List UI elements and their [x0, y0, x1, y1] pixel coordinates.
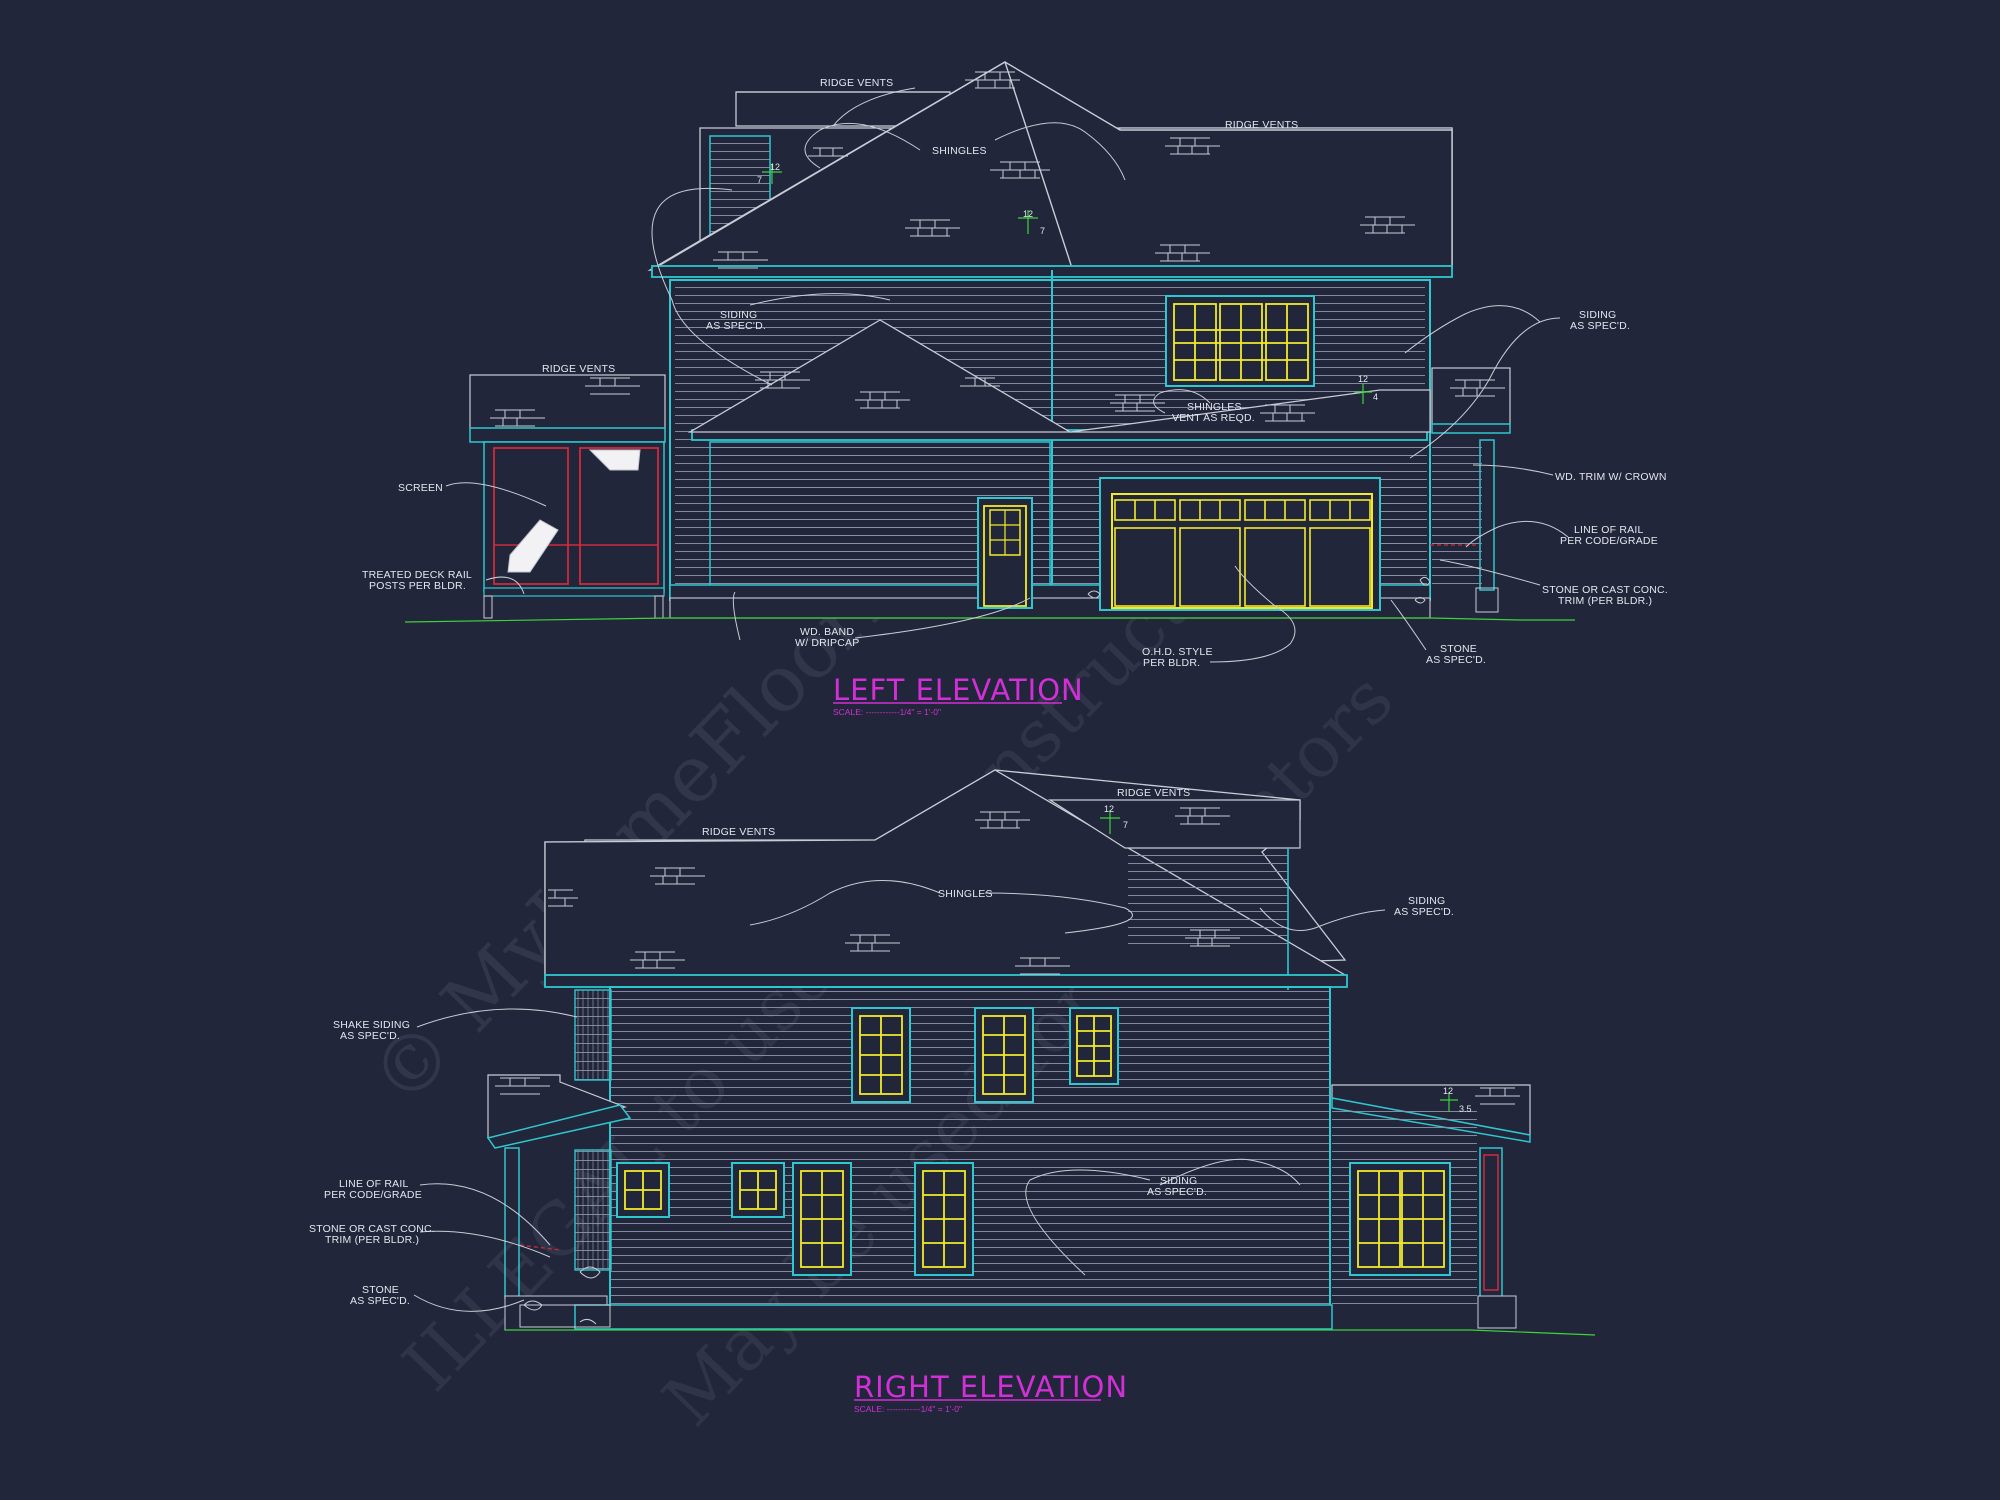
- left-label-wd-trim: WD. TRIM W/ CROWN: [1555, 471, 1667, 483]
- right-label-siding-a-line2: AS SPEC'D.: [1394, 906, 1454, 918]
- right-elevation-title: RIGHT ELEVATION: [854, 1370, 1128, 1404]
- left-label-stone-trim-line1: STONE OR CAST CONC.: [1542, 584, 1668, 596]
- left-label-siding-b-line1: SIDING: [1579, 309, 1616, 321]
- right-pitch-1-run: 7: [1123, 820, 1128, 830]
- left-label-deck-rail-line2: POSTS PER BLDR.: [369, 580, 466, 592]
- left-label-shingles-vent-line1: SHINGLES: [1187, 401, 1242, 413]
- left-pitch-3-run: 4: [1373, 392, 1378, 402]
- right-label-shingles: SHINGLES: [938, 888, 993, 900]
- right-label-ridge-vents-1: RIDGE VENTS: [1117, 787, 1190, 799]
- left-label-ridge-vents-2: RIDGE VENTS: [1225, 119, 1298, 131]
- left-label-stone-line2: AS SPEC'D.: [1426, 654, 1486, 666]
- right-elevation: 12 7 12 3.5 RIDGE VENTS RIDGE VENTS SHIN…: [309, 769, 1596, 1414]
- right-label-siding-a-line1: SIDING: [1408, 895, 1445, 907]
- left-pitch-1-rise: 12: [770, 162, 780, 172]
- right-label-siding-b-line2: AS SPEC'D.: [1147, 1186, 1207, 1198]
- left-label-line-rail-line2: PER CODE/GRADE: [1560, 535, 1658, 547]
- left-elevation: 12 7 12 7 12 4 RIDGE VENTS RIDG: [362, 60, 1668, 717]
- right-label-stone-trim-line1: STONE OR CAST CONC.: [309, 1223, 435, 1235]
- left-label-siding-a-line2: AS SPEC'D.: [706, 320, 766, 332]
- left-label-ohd-line1: O.H.D. STYLE: [1142, 646, 1213, 658]
- left-label-shingles: SHINGLES: [932, 145, 987, 157]
- left-label-stone-line1: STONE: [1440, 643, 1477, 655]
- left-label-siding-a-line1: SIDING: [720, 309, 757, 321]
- right-label-line-rail-line2: PER CODE/GRADE: [324, 1189, 422, 1201]
- left-label-wd-band-line1: WD. BAND: [800, 626, 854, 638]
- right-label-stone-trim-line2: TRIM (PER BLDR.): [325, 1234, 419, 1246]
- left-label-siding-b-line2: AS SPEC'D.: [1570, 320, 1630, 332]
- right-pitch-2-rise: 12: [1443, 1086, 1453, 1096]
- right-label-stone-line1: STONE: [362, 1284, 399, 1296]
- right-label-siding-b-line1: SIDING: [1160, 1175, 1197, 1187]
- left-label-screen: SCREEN: [398, 482, 443, 494]
- left-label-ridge-vents-1: RIDGE VENTS: [820, 77, 893, 89]
- right-label-line-rail-line1: LINE OF RAIL: [339, 1178, 409, 1190]
- left-pitch-2-rise: 12: [1023, 209, 1033, 219]
- left-pitch-3-rise: 12: [1358, 374, 1368, 384]
- right-label-stone-line2: AS SPEC'D.: [350, 1295, 410, 1307]
- left-label-shingles-vent-line2: VENT AS REQD.: [1172, 412, 1255, 424]
- left-elevation-scale: SCALE: ------------1/4" = 1'-0": [833, 707, 941, 717]
- left-label-deck-rail-line1: TREATED DECK RAIL: [362, 569, 472, 581]
- left-label-ridge-vents-3: RIDGE VENTS: [542, 363, 615, 375]
- left-label-wd-band-line2: W/ DRIPCAP: [795, 637, 859, 649]
- left-pitch-2-run: 7: [1040, 226, 1045, 236]
- left-elevation-title: LEFT ELEVATION: [833, 673, 1084, 707]
- left-label-line-rail-line1: LINE OF RAIL: [1574, 524, 1644, 536]
- left-label-ohd-line2: PER BLDR.: [1143, 657, 1200, 669]
- right-pitch-1-rise: 12: [1104, 804, 1114, 814]
- right-label-shake-line1: SHAKE SIDING: [333, 1019, 410, 1031]
- right-elevation-scale: SCALE: ------------1/4" = 1'-0": [854, 1404, 962, 1414]
- shingle-symbols: [490, 71, 1505, 427]
- right-label-ridge-vents-2: RIDGE VENTS: [702, 826, 775, 838]
- right-pitch-2-run: 3.5: [1459, 1104, 1472, 1114]
- left-label-stone-trim-line2: TRIM (PER BLDR.): [1558, 595, 1652, 607]
- left-pitch-1-run: 7: [757, 175, 762, 185]
- right-label-shake-line2: AS SPEC'D.: [340, 1030, 400, 1042]
